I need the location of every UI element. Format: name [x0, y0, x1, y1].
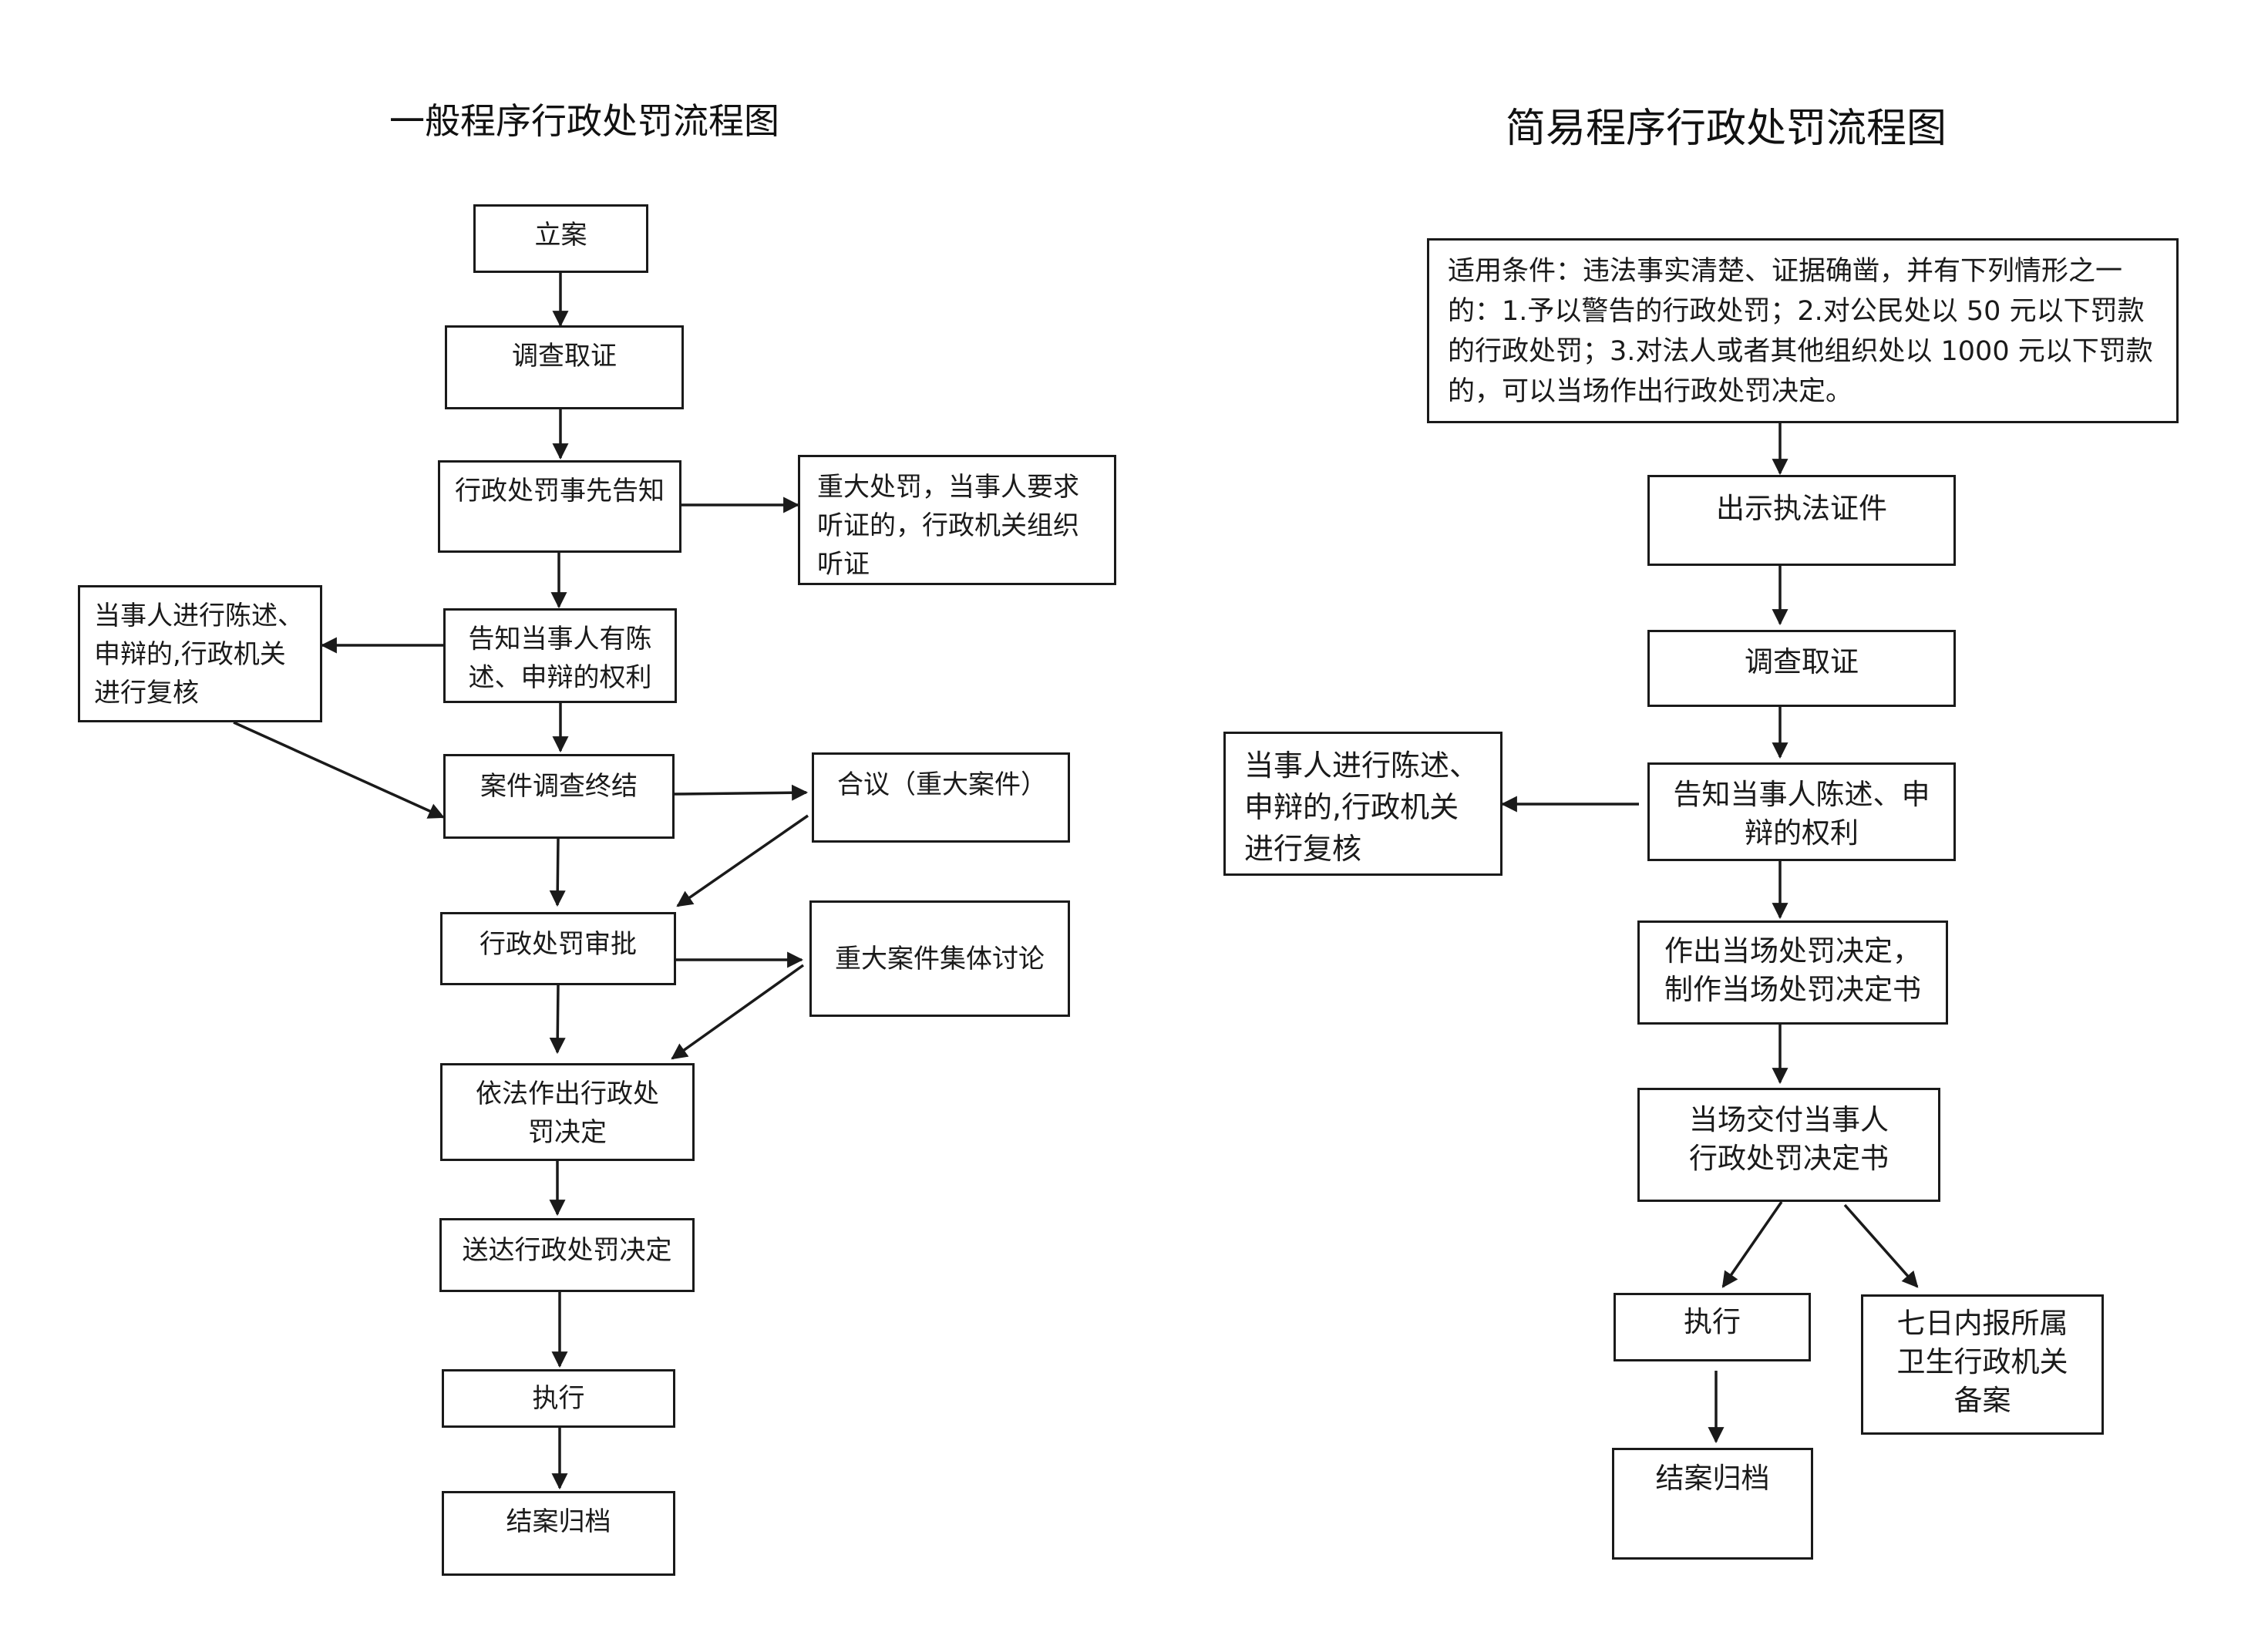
general-deliver: 送达行政处罚决定	[439, 1218, 695, 1292]
simple-decision: 作出当场处罚决定，制作当场处罚决定书	[1637, 920, 1948, 1025]
simple-deliver: 当场交付当事人行政处罚决定书	[1637, 1088, 1940, 1202]
arrow-deliver-to-report-s	[1843, 1203, 1919, 1288]
simple-inform-rights: 告知当事人陈述、申辩的权利	[1647, 762, 1956, 861]
arrow-collective-to-decision	[671, 964, 805, 1060]
general-hearing: 重大处罚，当事人要求听证的，行政机关组织听证	[798, 455, 1116, 585]
general-investigate: 调查取证	[445, 325, 684, 409]
arrow-conclude-to-joint	[674, 784, 809, 801]
general-file-case: 立案	[473, 204, 648, 273]
simple-conditions: 适用条件：违法事实清楚、证据确凿，并有下列情形之一的：1.予以警告的行政处罚；2…	[1427, 238, 2179, 423]
simple-archive: 结案归档	[1612, 1448, 1813, 1560]
arrow-deliver-to-execute-s	[1721, 1201, 1783, 1288]
simple-title: 简易程序行政处罚流程图	[1506, 106, 1947, 152]
simple-investigate: 调查取证	[1647, 630, 1956, 707]
arrow-conclude-to-approval	[549, 838, 566, 907]
arrow-approval-to-decision	[549, 984, 566, 1055]
general-review: 当事人进行陈述、申辩的,行政机关进行复核	[78, 585, 322, 722]
general-joint-review: 合议（重大案件）	[812, 752, 1070, 843]
simple-execute: 执行	[1614, 1293, 1811, 1361]
simple-review: 当事人进行陈述、申辩的,行政机关进行复核	[1223, 732, 1502, 876]
general-decision: 依法作出行政处罚决定	[440, 1063, 695, 1161]
general-archive: 结案归档	[442, 1491, 675, 1576]
general-conclude: 案件调查终结	[443, 754, 675, 839]
simple-show-credentials: 出示执法证件	[1647, 475, 1956, 566]
general-collective: 重大案件集体讨论	[809, 900, 1070, 1017]
general-execute: 执行	[442, 1369, 675, 1428]
general-title: 一般程序行政处罚流程图	[389, 100, 779, 142]
arrow-joint-to-approval	[676, 814, 809, 907]
general-approval: 行政处罚审批	[440, 912, 676, 985]
general-inform-rights: 告知当事人有陈述、申辩的权利	[443, 608, 677, 703]
general-prior-notice: 行政处罚事先告知	[438, 460, 681, 553]
arrow-review-to-conclude	[233, 721, 445, 819]
simple-report: 七日内报所属卫生行政机关备案	[1861, 1294, 2104, 1435]
